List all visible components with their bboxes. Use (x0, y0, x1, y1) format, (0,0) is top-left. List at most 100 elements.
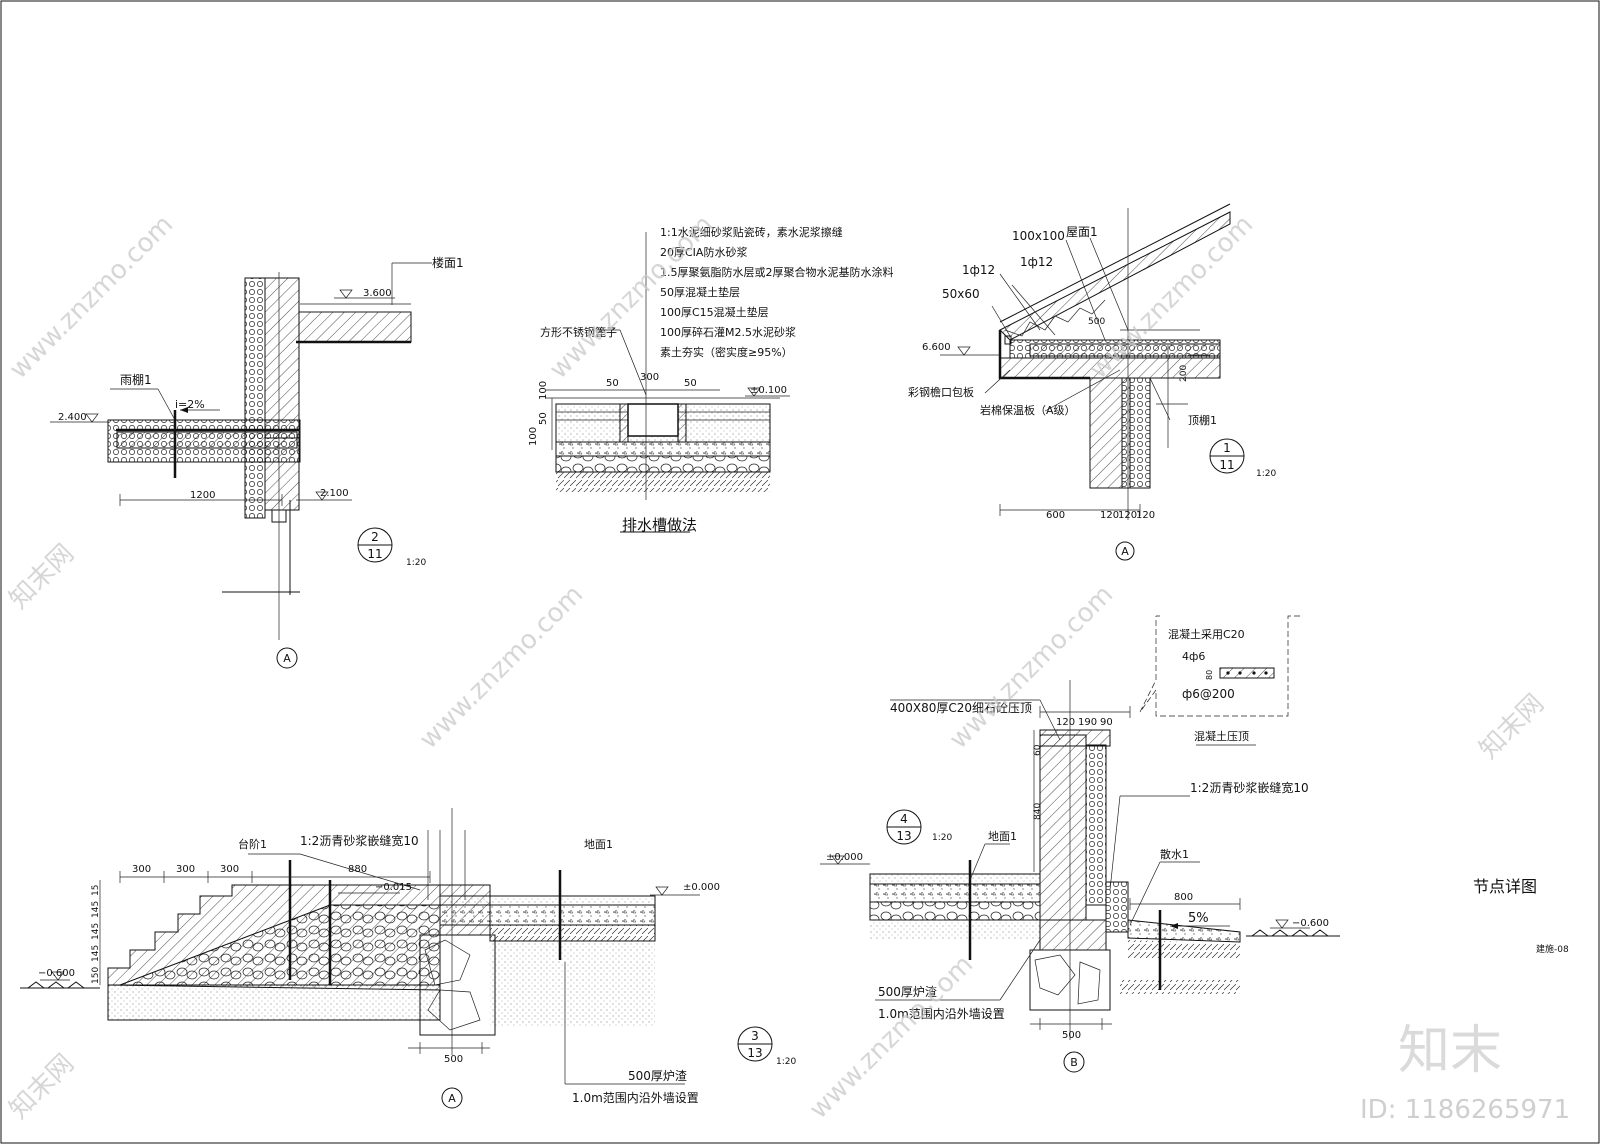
sheet-title: 节点详图 (1473, 877, 1537, 896)
detail-4-wall-base: 混凝土采用C20 4ф6 80 ф6@200 混凝土压顶 400X80厚C20细… (820, 615, 1340, 1073)
label-cap: 彩钢檐口包板 (908, 385, 974, 399)
elev-floor: ±0.000 (826, 852, 863, 863)
dim-bottom-1: 600 (1046, 510, 1065, 521)
axis-label: A (1121, 545, 1129, 558)
note-cinder: 500厚炉渣 (878, 985, 937, 999)
dim-foot: 500 (1062, 1030, 1081, 1041)
drain-layer-2: 20厚CIA防水砂浆 (660, 245, 747, 259)
label-beam: 100x100 (1012, 229, 1065, 243)
label-joint: 1:2沥青砂浆嵌缝宽10 (1190, 780, 1309, 795)
dim-840: 840 (1033, 803, 1043, 820)
dim-left-2: 145 (91, 945, 101, 962)
dim-60: 60 (1033, 744, 1043, 756)
label-bar-1: 1ф12 (962, 263, 995, 277)
elev-floor: ±0.000 (683, 882, 720, 893)
label-floor: 地面1 (584, 838, 613, 851)
dim-top-1: 120 (1056, 717, 1075, 728)
elev-ground: −0.600 (38, 968, 75, 979)
watermark-site: www.znzmo.com (944, 580, 1119, 755)
detail-2-canopy: 楼面1 3.600 雨棚1 i=2% 2.400 2.100 1200 2 11… (50, 255, 464, 669)
dim-left-5: 15 (91, 885, 101, 896)
detail-1-eave: 屋面1 100x100 1ф12 1ф12 50x60 500 200 6.60… (908, 203, 1276, 561)
drain-title: 排水槽做法 (622, 516, 697, 534)
drain-layer-5: 100厚C15混凝土垫层 (660, 305, 769, 319)
coping-bars: 4ф6 (1182, 650, 1205, 663)
dim-top-2: 300 (176, 864, 195, 875)
dim-800: 800 (1174, 892, 1193, 903)
detail-ref-top: 1 (1223, 441, 1231, 455)
dim-left-1: 100 (538, 381, 549, 400)
scale: 1:20 (406, 558, 426, 568)
dim-bottom-2: 120 (1100, 510, 1119, 521)
drain-elev: ±0.100 (750, 385, 787, 396)
dim-top-3: 300 (220, 864, 239, 875)
dim-200: 200 (1179, 365, 1189, 382)
drawing-number: 建施-08 (1536, 943, 1569, 955)
dim-500: 500 (1088, 317, 1105, 327)
scale: 1:20 (932, 833, 952, 843)
drain-layer-3: 1.5厚聚氨脂防水层或2厚聚合物水泥基防水涂料 (660, 265, 894, 279)
grate-label: 方形不锈钢篦子 (540, 325, 617, 339)
elev-canopy: 2.400 (58, 412, 87, 423)
label-roof: 屋面1 (1066, 225, 1098, 239)
dim-top-1: 300 (132, 864, 151, 875)
label-coping: 400X80厚C20细石砼压顶 (890, 701, 1032, 715)
elev-ground: −0.600 (1292, 918, 1329, 929)
coping-dim: 80 (1205, 670, 1214, 680)
label-bar-2: 1ф12 (1020, 255, 1053, 269)
dim-left-3: 145 (91, 923, 101, 940)
detail-ref-bottom: 13 (747, 1046, 762, 1060)
drain-layer-1: 1:1水泥细砂浆贴瓷砖，素水泥浆擦缝 (660, 225, 843, 239)
slope: 5% (1188, 911, 1209, 926)
detail-ref-top: 2 (371, 530, 379, 544)
dim-top-2: 300 (640, 372, 659, 383)
elev-bottom: 2.100 (320, 488, 349, 499)
label-joint: 1:2沥青砂浆嵌缝宽10 (300, 833, 419, 848)
slope: i=2% (175, 398, 205, 411)
elev-floor: 3.600 (363, 288, 392, 299)
drain-layer-4: 50厚混凝土垫层 (660, 285, 740, 299)
dim-left-2: 50 (538, 412, 549, 425)
note-range: 1.0m范围内沿外墙设置 (572, 1091, 699, 1105)
note-range: 1.0m范围内沿外墙设置 (878, 1007, 1005, 1021)
label-insulation: 岩棉保温板（A级） (980, 403, 1076, 417)
coping-stirrup: ф6@200 (1182, 687, 1235, 701)
label-apron: 散水1 (1160, 847, 1189, 861)
watermark-logo: 知末 (1398, 1021, 1502, 1081)
coping-note: 混凝土采用C20 (1168, 627, 1245, 641)
elev-eave: 6.600 (922, 342, 951, 353)
watermark-site: www.znzmo.com (414, 580, 589, 755)
dim-width: 1200 (190, 490, 215, 501)
axis-label: B (1070, 1056, 1078, 1069)
coping-title: 混凝土压顶 (1194, 729, 1249, 743)
elev-step: −0.015 (375, 882, 412, 893)
watermark-brand: 知末网 (4, 1049, 80, 1125)
detail-ref-bottom: 13 (896, 829, 911, 843)
label-floor: 地面1 (988, 830, 1017, 843)
dim-top-1: 50 (606, 378, 619, 389)
axis-label: A (448, 1092, 456, 1105)
dim-bottom-3: 120 (1118, 510, 1137, 521)
watermark-site: www.znzmo.com (4, 210, 179, 385)
dim-top-3: 50 (684, 378, 697, 389)
dim-top-3: 90 (1100, 717, 1113, 728)
detail-ref-bottom: 11 (367, 547, 382, 561)
scale: 1:20 (1256, 469, 1276, 479)
axis-label: A (283, 652, 291, 665)
detail-ref-top: 3 (751, 1029, 759, 1043)
label-section: 50x60 (942, 287, 980, 301)
label-floor: 楼面1 (432, 255, 464, 270)
dim-bottom-4: 120 (1136, 510, 1155, 521)
watermark-id: ID: 1186265971 (1360, 1095, 1570, 1125)
drain-detail: 1:1水泥细砂浆贴瓷砖，素水泥浆擦缝 20厚CIA防水砂浆 1.5厚聚氨脂防水层… (528, 225, 894, 534)
watermark-brand: 知末网 (1474, 689, 1550, 765)
label-canopy: 雨棚1 (120, 372, 152, 387)
detail-3-steps: 台阶1 1:2沥青砂浆嵌缝宽10 地面1 300 300 300 880 150… (20, 808, 796, 1109)
note-cinder: 500厚炉渣 (628, 1069, 687, 1083)
label-ceiling: 顶棚1 (1188, 413, 1217, 427)
drain-layer-6: 100厚碎石灌M2.5水泥砂浆 (660, 325, 796, 339)
drain-layer-7: 素土夯实（密实度≥95%） (660, 345, 793, 359)
